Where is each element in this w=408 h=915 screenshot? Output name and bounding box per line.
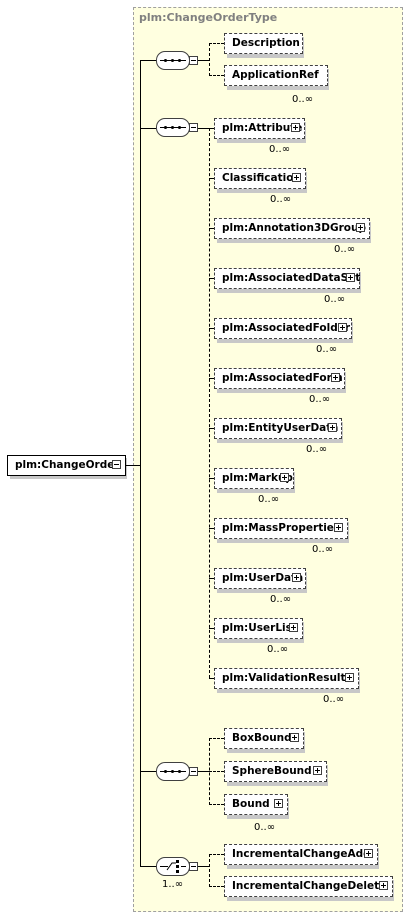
sequence-compositor-2[interactable] <box>156 118 190 137</box>
expand-icon[interactable] <box>328 423 337 432</box>
expand-icon[interactable] <box>292 173 301 182</box>
cardinality-label: 0..∞ <box>309 394 331 405</box>
element-classification[interactable]: Classification <box>214 168 306 189</box>
element-markup[interactable]: plm:Markup <box>214 468 294 489</box>
choice-compositor[interactable] <box>156 857 190 876</box>
element-incrementalchangedelete[interactable]: IncrementalChangeDelete <box>224 876 393 897</box>
collapse-icon[interactable] <box>112 460 121 469</box>
expand-icon[interactable] <box>331 373 340 382</box>
element-boxbound[interactable]: BoxBound <box>224 728 304 749</box>
cardinality-label: 0..∞ <box>269 144 291 155</box>
element-applicationref[interactable]: ApplicationRef <box>224 65 328 86</box>
cardinality-label: 0..∞ <box>316 344 338 355</box>
element-description[interactable]: Description <box>224 33 303 54</box>
choice-icon <box>166 860 179 873</box>
expand-icon[interactable] <box>290 733 299 742</box>
cardinality-label: 0..∞ <box>258 494 280 505</box>
collapse-icon[interactable] <box>189 862 198 871</box>
complex-type-title: plm:ChangeOrderType <box>139 11 278 24</box>
expand-icon[interactable] <box>356 223 365 232</box>
expand-icon[interactable] <box>291 123 300 132</box>
element-bound[interactable]: Bound <box>224 794 288 815</box>
cardinality-label: 0..∞ <box>323 694 345 705</box>
expand-icon[interactable] <box>338 323 347 332</box>
sequence-compositor-3[interactable] <box>156 762 190 781</box>
cardinality-label: 0..∞ <box>254 822 276 833</box>
cardinality-label: 0..∞ <box>334 244 356 255</box>
cardinality-label: 0..∞ <box>292 94 314 105</box>
expand-icon[interactable] <box>334 523 343 532</box>
element-spherebound[interactable]: SphereBound <box>224 761 327 782</box>
collapse-icon[interactable] <box>189 123 198 132</box>
element-annotation3dgroup[interactable]: plm:Annotation3DGroup <box>214 218 370 239</box>
expand-icon[interactable] <box>280 473 289 482</box>
cardinality-label: 0..∞ <box>306 444 328 455</box>
element-associatedfolder[interactable]: plm:AssociatedFolder <box>214 318 352 339</box>
sequence-compositor-1[interactable] <box>156 51 190 70</box>
element-userdata[interactable]: plm:UserData <box>214 568 306 589</box>
expand-icon[interactable] <box>292 573 301 582</box>
expand-icon[interactable] <box>313 766 322 775</box>
cardinality-label: 0..∞ <box>270 594 292 605</box>
element-massproperties[interactable]: plm:MassProperties <box>214 518 348 539</box>
element-incrementalchangeadd[interactable]: IncrementalChangeAdd <box>224 844 378 865</box>
element-attribute[interactable]: plm:Attribute <box>214 118 305 139</box>
cardinality-label: 0..∞ <box>324 294 346 305</box>
cardinality-label: 0..∞ <box>267 644 289 655</box>
element-associateddataset[interactable]: plm:AssociatedDataSet <box>214 268 360 289</box>
collapse-icon[interactable] <box>189 767 198 776</box>
element-validationresults[interactable]: plm:ValidationResults <box>214 668 359 689</box>
root-element[interactable]: plm:ChangeOrder <box>7 455 126 476</box>
collapse-icon[interactable] <box>189 56 198 65</box>
expand-icon[interactable] <box>345 673 354 682</box>
root-element-label: plm:ChangeOrder <box>15 459 120 471</box>
expand-icon[interactable] <box>379 881 388 890</box>
expand-icon[interactable] <box>364 849 373 858</box>
cardinality-label: 0..∞ <box>270 194 292 205</box>
cardinality-label: 1..∞ <box>162 879 184 890</box>
element-entityuserdata[interactable]: plm:EntityUserData <box>214 418 342 439</box>
expand-icon[interactable] <box>289 623 298 632</box>
expand-icon[interactable] <box>274 799 283 808</box>
cardinality-label: 0..∞ <box>312 544 334 555</box>
element-userlist[interactable]: plm:UserList <box>214 618 303 639</box>
element-associatedform[interactable]: plm:AssociatedForm <box>214 368 345 389</box>
expand-icon[interactable] <box>346 273 355 282</box>
